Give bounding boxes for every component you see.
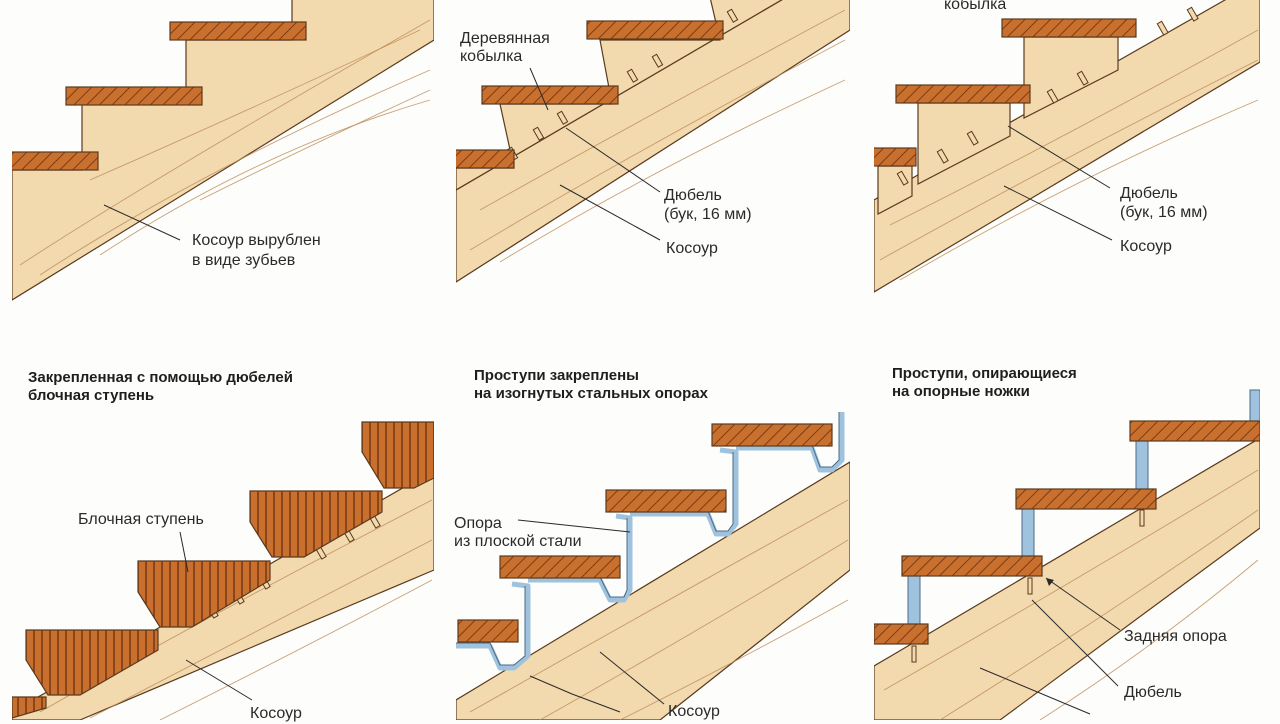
- tread-2: [895, 84, 1031, 104]
- block-step-4: [249, 490, 383, 558]
- label-rear-support: Задняя опора: [1124, 628, 1227, 645]
- leader-stringer: [103, 204, 181, 241]
- wood-grain: [469, 9, 846, 263]
- tread-1: [456, 149, 515, 169]
- tread-1: [874, 623, 929, 645]
- tread-1: [457, 619, 519, 643]
- tread-2: [901, 555, 1043, 577]
- block-step-1: [12, 696, 47, 719]
- stringer-body: [874, 0, 1260, 293]
- panel-block-steps: [12, 421, 434, 720]
- leader-rear-support: [1045, 577, 1121, 631]
- leader-lower: [529, 675, 621, 713]
- panel-notched-stringer: [12, 0, 434, 301]
- caption-support-legs-line2: на опорные ножки: [892, 383, 1030, 400]
- steel-support-2: [528, 513, 633, 603]
- label-dowel-p2-line1: Дюбель: [664, 187, 722, 204]
- leader-stringer: [979, 667, 1091, 715]
- gutter-left: [0, 0, 12, 720]
- label-block-step: Блочная ступень: [78, 511, 204, 528]
- wood-grain: [19, 19, 431, 276]
- tread-4: [711, 423, 833, 447]
- tread-3: [605, 489, 727, 513]
- wood-grain: [883, 469, 1259, 720]
- leader-support: [517, 519, 631, 533]
- label-stringer-p3: Косоур: [1120, 238, 1172, 255]
- label-dowel-p6: Дюбель: [1124, 684, 1182, 701]
- caption-block-step-line2: блочная ступень: [28, 387, 155, 404]
- label-stringer-p4: Косоур: [250, 705, 302, 722]
- label-stringer-p2: Косоур: [666, 240, 718, 257]
- arrow-rear-support: [1046, 578, 1054, 586]
- leader-stringer: [559, 184, 661, 241]
- steel-support-4: [736, 412, 845, 473]
- support-leg-1: [907, 575, 921, 629]
- stringer-body: [874, 437, 1260, 720]
- label-notched-stringer-line2: в виде зубьев: [192, 252, 296, 269]
- gutter-v1: [434, 0, 456, 720]
- tread-3: [169, 21, 307, 41]
- dowel-row: [896, 6, 1199, 186]
- wood-grain: [879, 29, 1259, 281]
- label-dowel-p3-line2: (бук, 16 мм): [1120, 204, 1208, 221]
- tread-1: [12, 151, 99, 171]
- gutter-right: [1260, 0, 1280, 720]
- support-leg-2: [1021, 507, 1035, 561]
- label-wooden-carriage-line1: Деревянная: [460, 30, 550, 47]
- leader-dowel: [1031, 599, 1119, 687]
- leader-stringer: [185, 659, 253, 701]
- block-step-2: [25, 629, 159, 696]
- steel-supports: [456, 412, 845, 671]
- tread-3: [586, 20, 724, 40]
- caption-steel-supports-line2: на изогнутых стальных опорах: [474, 385, 708, 402]
- stringer-body: [456, 461, 850, 720]
- tread-2: [481, 85, 619, 105]
- label-dowel-p3-line1: Дюбель: [1120, 185, 1178, 202]
- panel-steel-supports: [456, 412, 850, 720]
- leader-dowel: [1007, 125, 1111, 189]
- leader-stringer: [599, 651, 665, 705]
- tread-3: [1001, 18, 1137, 38]
- label-dowel-p2-line2: (бук, 16 мм): [664, 206, 752, 223]
- label-notched-stringer-line1: Косоур вырублен: [192, 232, 321, 249]
- tread-3: [1015, 488, 1157, 510]
- label-steel-support-line1: Опора: [454, 515, 502, 532]
- tread-2: [499, 555, 621, 579]
- steel-support-1: [456, 581, 531, 671]
- tread-4: [1129, 420, 1260, 442]
- gutter-v2: [850, 0, 874, 720]
- caption-support-legs-line1: Проступи, опирающиеся: [892, 365, 1077, 382]
- tread-1: [874, 147, 917, 167]
- caption-block-step-line1: Закрепленная с помощью дюбелей: [28, 369, 293, 386]
- dowel-row: [911, 509, 1145, 663]
- leader-carriage: [529, 67, 549, 111]
- label-stringer-p5: Косоур: [668, 703, 720, 720]
- tread-2: [65, 86, 203, 106]
- label-wooden-carriage-line2: кобылка: [460, 48, 523, 65]
- label-steel-support-line2: из плоской стали: [454, 533, 582, 550]
- block-step-5: [361, 421, 434, 489]
- wood-grain: [469, 499, 849, 720]
- leader-block-step: [179, 531, 189, 573]
- leader-stringer: [1003, 185, 1113, 241]
- leader-dowel: [565, 127, 661, 193]
- panel-support-legs: [874, 389, 1260, 720]
- caption-steel-supports-line1: Проступи закреплены: [474, 367, 639, 384]
- support-leg-3: [1135, 439, 1149, 493]
- panel-wooden-carriage: [456, 0, 850, 283]
- steel-support-3: [630, 447, 739, 537]
- block-step-3: [137, 560, 271, 628]
- label-carriage-p3: кобылка: [944, 0, 1007, 13]
- panel-carriage-dowels: [874, 0, 1260, 293]
